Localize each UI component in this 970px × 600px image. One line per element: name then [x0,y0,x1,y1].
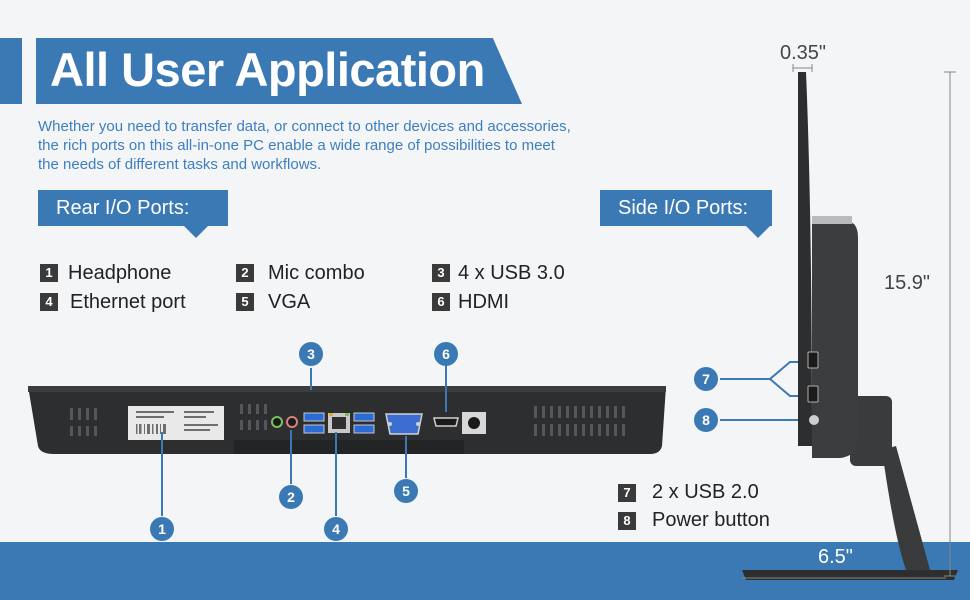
port-number-4: 4 [40,293,58,311]
usb3-ports-right [353,412,375,434]
side-io-tag-pointer [746,226,770,238]
depth-label: 6.5" [818,546,853,568]
stand-arm [882,446,930,570]
callout-4: 4 [324,517,348,541]
side-usb-port-2 [807,385,819,403]
leader-line-7b [769,378,800,397]
callout-7: 7 [694,367,718,391]
dc-power-port [462,412,486,434]
intro-line: the rich ports on this all-in-one PC ena… [38,137,555,154]
page-title: All User Application [50,43,485,96]
side-usb-port-1 [807,351,819,369]
port-number-7: 7 [618,484,636,502]
ethernet-port [328,413,350,433]
stand-hinge [850,396,892,466]
port-number-2: 2 [236,264,254,282]
rear-io-tag: Rear I/O Ports: [38,190,228,226]
port-label-vga: VGA [268,291,311,313]
rear-panel-top-edge [28,386,666,392]
leader-line-7a [720,361,800,380]
vga-port [385,413,423,435]
port-number-8: 8 [618,512,636,530]
port-label-headphone: Headphone [68,262,172,284]
callout-2: 2 [279,485,303,509]
port-number-5: 5 [236,293,254,311]
port-label-mic-combo: Mic combo [268,262,365,284]
port-number-1: 1 [40,264,58,282]
intro-line: the needs of different tasks and workflo… [38,156,322,173]
housing-trim [812,216,852,224]
height-label: 15.9" [884,272,931,295]
usb3-ports-left [303,412,325,434]
intro-paragraph: Whether you need to transfer data, or co… [38,117,648,174]
vent-left [70,408,97,436]
port-label-ethernet: Ethernet port [70,291,186,313]
left-accent-bar [0,38,22,104]
port-label-hdmi: HDMI [458,291,510,313]
headphone-jack [271,416,283,428]
intro-line: Whether you need to transfer data, or co… [38,118,571,135]
port-number-6: 6 [432,293,450,311]
port-label-power-button: Power button [652,509,770,531]
callout-3: 3 [299,342,323,366]
side-io-tag: Side I/O Ports: [600,190,772,226]
thickness-label: 0.35" [780,42,827,64]
callout-6: 6 [434,342,458,366]
mic-jack [286,416,298,428]
vent-middle [240,404,267,430]
callout-5: 5 [394,479,418,503]
callout-1: 1 [150,517,174,541]
port-label-usb3: 4 x USB 3.0 [458,262,565,284]
port-number-3: 3 [432,264,450,282]
side-power-button [809,415,819,425]
port-label-usb2: 2 x USB 2.0 [652,481,759,503]
product-label-barcode [136,411,218,434]
rear-housing [812,222,858,458]
callout-8: 8 [694,408,718,432]
vent-right [534,406,625,436]
title-banner [36,38,522,104]
hdmi-port [433,417,459,427]
rear-io-tag-pointer [184,226,208,238]
